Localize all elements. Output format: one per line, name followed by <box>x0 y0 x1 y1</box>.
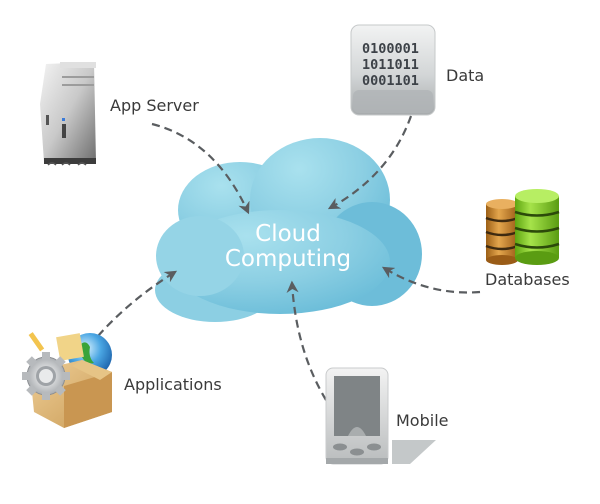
binary-data-text: 0100001 1011011 0001101 <box>362 41 419 89</box>
cloud-title: Cloud Computing <box>200 222 376 272</box>
connectors <box>97 115 481 401</box>
server-tower-icon <box>40 62 96 166</box>
applications-box-icon <box>22 332 112 428</box>
binary-data-icon <box>350 24 436 116</box>
database-stack-icon <box>485 189 560 265</box>
binary-line: 0001101 <box>362 73 419 89</box>
label-databases: Databases <box>485 270 570 289</box>
cloud-shape <box>155 138 422 322</box>
binary-line: 0100001 <box>362 41 419 57</box>
binary-line: 1011011 <box>362 57 419 73</box>
arrow-data <box>327 115 413 210</box>
label-app-server: App Server <box>110 96 199 115</box>
arrow-mobile <box>286 280 327 401</box>
label-mobile: Mobile <box>396 411 449 430</box>
arrow-app-server <box>151 122 250 215</box>
label-data: Data <box>446 66 485 85</box>
mobile-device-icon <box>325 367 436 465</box>
cloud-title-line2: Computing <box>224 246 352 272</box>
label-applications: Applications <box>124 375 222 394</box>
cloud-title-line1: Cloud <box>255 221 321 247</box>
